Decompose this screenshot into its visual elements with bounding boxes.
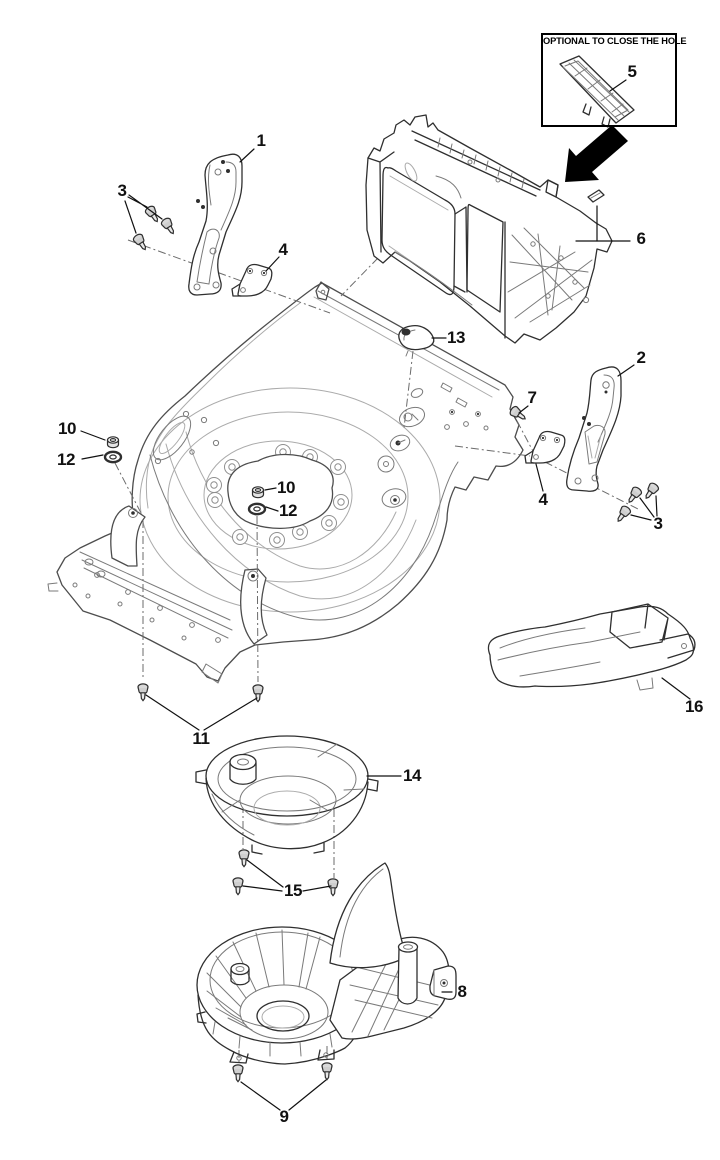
bracket-1-art (188, 153, 243, 296)
callout-10-left: 10 (57, 419, 77, 438)
optional-note-box: OPTIONAL TO CLOSE THE HOLE (541, 33, 687, 127)
washer-icon (103, 450, 123, 464)
part-16-art (487, 603, 696, 691)
callout-4-upper: 4 (278, 240, 288, 259)
pin-6-art (587, 189, 605, 242)
callout-10-center: 10 (276, 478, 296, 497)
callout-11: 11 (192, 729, 210, 748)
callout-6: 6 (636, 229, 646, 248)
screw-icon (159, 216, 179, 237)
callout-4-right: 4 (538, 490, 548, 509)
callout-1: 1 (256, 131, 266, 150)
deck-art (47, 281, 524, 684)
callout-2: 2 (636, 348, 646, 367)
leader-lines (80, 79, 691, 1111)
callout-5: 5 (627, 62, 637, 81)
callout-16: 16 (684, 697, 704, 716)
bracket-2-art (566, 366, 622, 492)
bracket-4-upper-art (231, 263, 273, 297)
screw-icon (613, 503, 633, 525)
screws-3-left-art (131, 204, 179, 253)
screw-icon (137, 683, 149, 702)
screw-icon (321, 1062, 333, 1081)
cover-14-art (195, 735, 379, 855)
screw-icon (327, 878, 339, 897)
screw-icon (238, 849, 250, 868)
screw-icon (641, 480, 661, 502)
callout-15: 15 (283, 881, 303, 900)
screw-icon (232, 1064, 244, 1083)
screws-11-art (137, 683, 264, 703)
callout-3-upper-left: 3 (117, 181, 127, 200)
direction-arrow (565, 125, 628, 182)
part-13-art (398, 324, 435, 357)
volute-8-art (196, 862, 457, 1065)
callout-12-center: 12 (278, 501, 298, 520)
housing-6-art (365, 114, 613, 344)
screw-icon (624, 484, 644, 506)
callout-13: 13 (446, 328, 466, 347)
callout-14: 14 (402, 766, 422, 785)
optional-note-text: OPTIONAL TO CLOSE THE HOLE (543, 36, 687, 46)
bracket-4-right-art (524, 430, 566, 464)
callout-7: 7 (527, 388, 537, 407)
screw-icon (131, 232, 151, 253)
screws-9-art (232, 1062, 333, 1083)
screw-icon (232, 877, 244, 896)
callout-12-left: 12 (56, 450, 76, 469)
nut-icon (251, 486, 265, 499)
callout-3-right: 3 (653, 514, 663, 533)
washer-icon (247, 502, 267, 516)
nut-icon (106, 436, 120, 449)
callout-8: 8 (457, 982, 467, 1001)
callout-9: 9 (279, 1107, 289, 1126)
optional-panel-5-art (559, 55, 635, 128)
